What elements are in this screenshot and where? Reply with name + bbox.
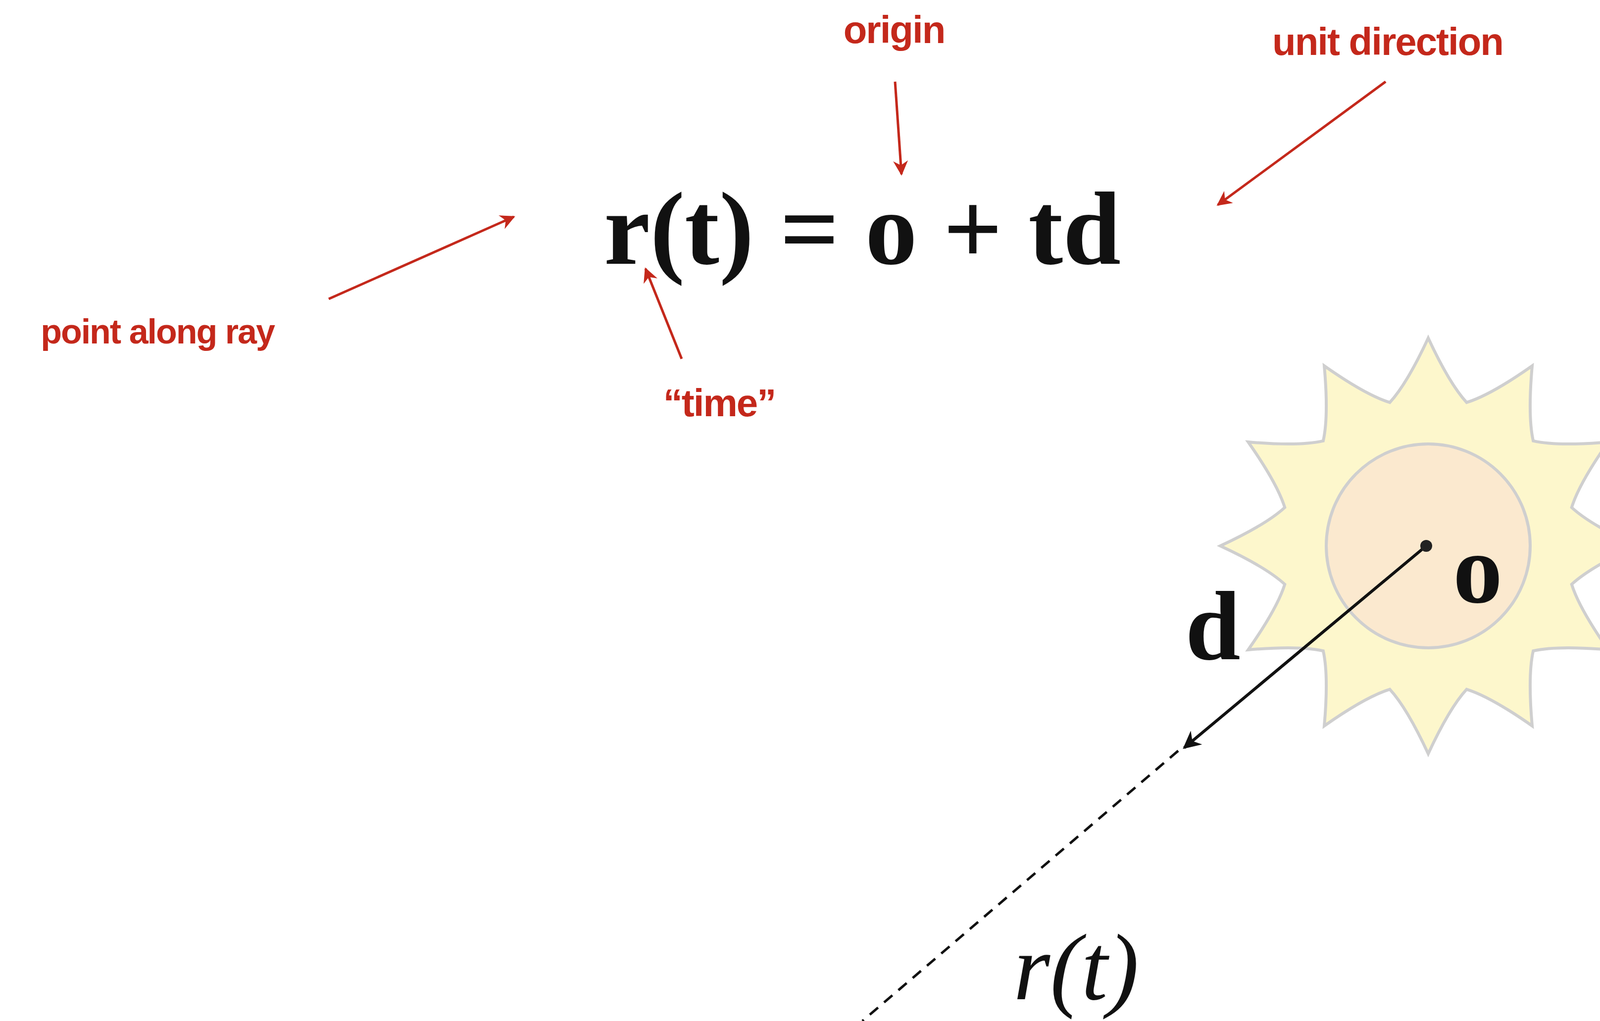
leader-arrows — [328, 81, 1386, 359]
sun-disc — [1326, 444, 1531, 649]
leader-arrow — [1217, 81, 1386, 205]
sun-rays — [1220, 338, 1600, 754]
callout-label: origin — [843, 10, 946, 50]
origin-dot — [1420, 540, 1433, 552]
leader-arrow — [645, 268, 682, 359]
leader-arrow — [895, 81, 902, 175]
ray-dashed-line — [862, 750, 1179, 1021]
direction-vector — [1184, 546, 1427, 749]
leader-arrow — [328, 216, 514, 300]
ray-point-label: r(t) — [1013, 920, 1139, 1015]
direction-symbol: d — [1185, 576, 1241, 676]
callout-label: “time” — [663, 383, 776, 423]
ray-equation: r(t) = o + td — [603, 176, 1121, 281]
callout-label: unit direction — [1272, 22, 1503, 61]
callout-label: point along ray — [40, 314, 275, 350]
origin-symbol: o — [1452, 519, 1503, 619]
sun-light-source — [1220, 338, 1600, 754]
